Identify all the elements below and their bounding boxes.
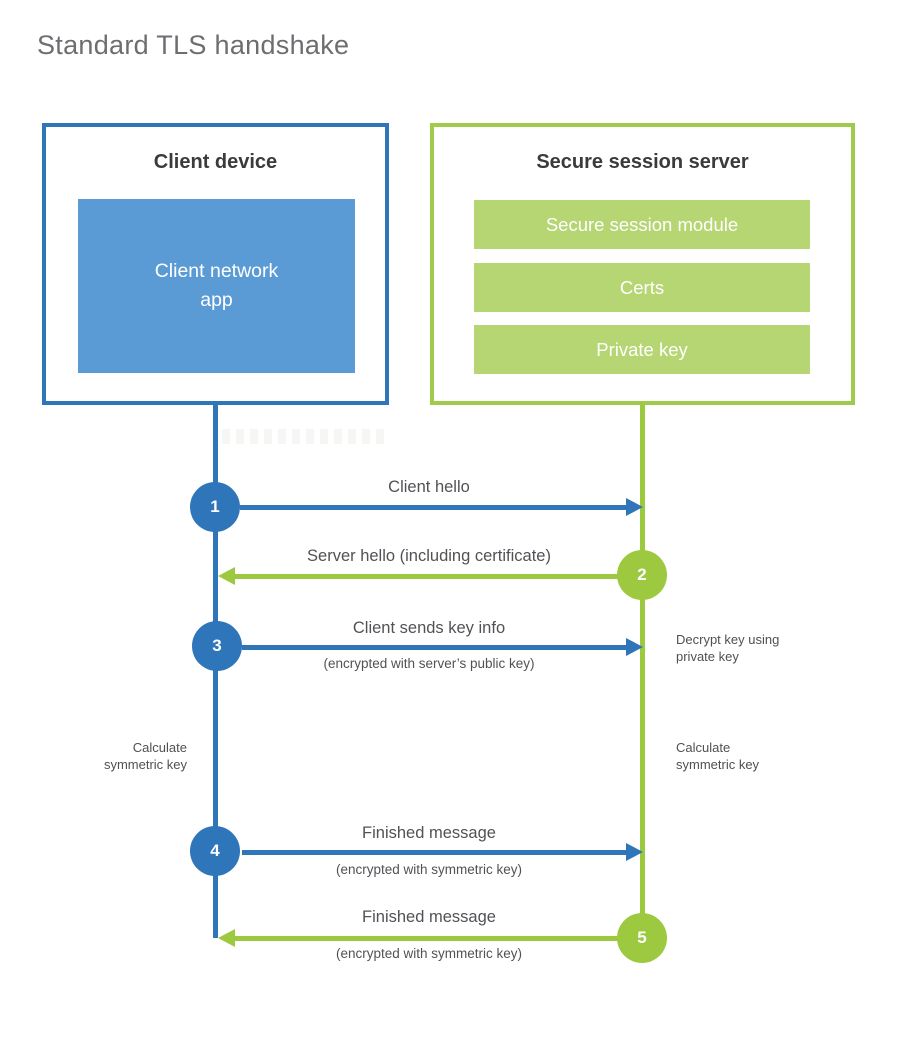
step3-label: Client sends key info — [352, 619, 506, 637]
step5-circle: 5 — [617, 913, 667, 963]
step2-label: Server hello (including certificate) — [307, 547, 551, 565]
note-calc-symmetric-left: Calculate symmetric key — [47, 739, 187, 773]
step2-arrowhead-left-icon — [218, 567, 235, 585]
step4-arrowhead-right-icon — [626, 843, 643, 861]
step3-circle: 3 — [192, 621, 242, 671]
step1-arrow-shaft — [240, 505, 626, 510]
page-title: Standard TLS handshake — [37, 30, 350, 60]
step1-circle: 1 — [190, 482, 240, 532]
step4-circle: 4 — [190, 826, 240, 876]
note-calc-right-line1: Calculate — [676, 740, 731, 755]
client-network-app-box: Client network app — [78, 199, 355, 373]
note-calc-right-line2: symmetric key — [676, 757, 760, 772]
step5-sublabel: (encrypted with symmetric key) — [335, 946, 523, 961]
step1-label: Client hello — [388, 478, 470, 496]
step3-sublabel: (encrypted with server’s public key) — [323, 656, 535, 671]
faint-watermark-artifact — [222, 429, 388, 444]
server-lifeline — [640, 403, 645, 938]
server-module-private-key: Private key — [474, 325, 810, 374]
step4-sublabel: (encrypted with symmetric key) — [335, 862, 523, 877]
step4-label: Finished message — [362, 824, 496, 842]
step2-circle: 2 — [617, 550, 667, 600]
step5-label: Finished message — [362, 908, 496, 926]
client-app-label-line2: app — [200, 289, 233, 311]
note-calc-left-line1: Calculate — [132, 740, 187, 755]
note-calc-left-line2: symmetric key — [103, 757, 187, 772]
note-decrypt-line1: Decrypt key using — [676, 632, 780, 647]
note-decrypt-line2: private key — [676, 649, 739, 664]
step3-arrowhead-right-icon — [626, 638, 643, 656]
server-module-secure-session: Secure session module — [474, 200, 810, 249]
step4-arrow-shaft — [242, 850, 626, 855]
step3-arrow-shaft — [242, 645, 626, 650]
note-calc-symmetric-right: Calculate symmetric key — [676, 739, 826, 773]
step5-arrowhead-left-icon — [218, 929, 235, 947]
step1-arrowhead-right-icon — [626, 498, 643, 516]
step5-arrow-shaft — [235, 936, 618, 941]
client-app-label-line1: Client network — [154, 260, 279, 282]
server-title: Secure session server — [536, 151, 749, 173]
server-module-certs: Certs — [474, 263, 810, 312]
step2-arrow-shaft — [235, 574, 618, 579]
note-decrypt-key: Decrypt key using private key — [676, 631, 826, 665]
client-device-title: Client device — [153, 151, 278, 173]
